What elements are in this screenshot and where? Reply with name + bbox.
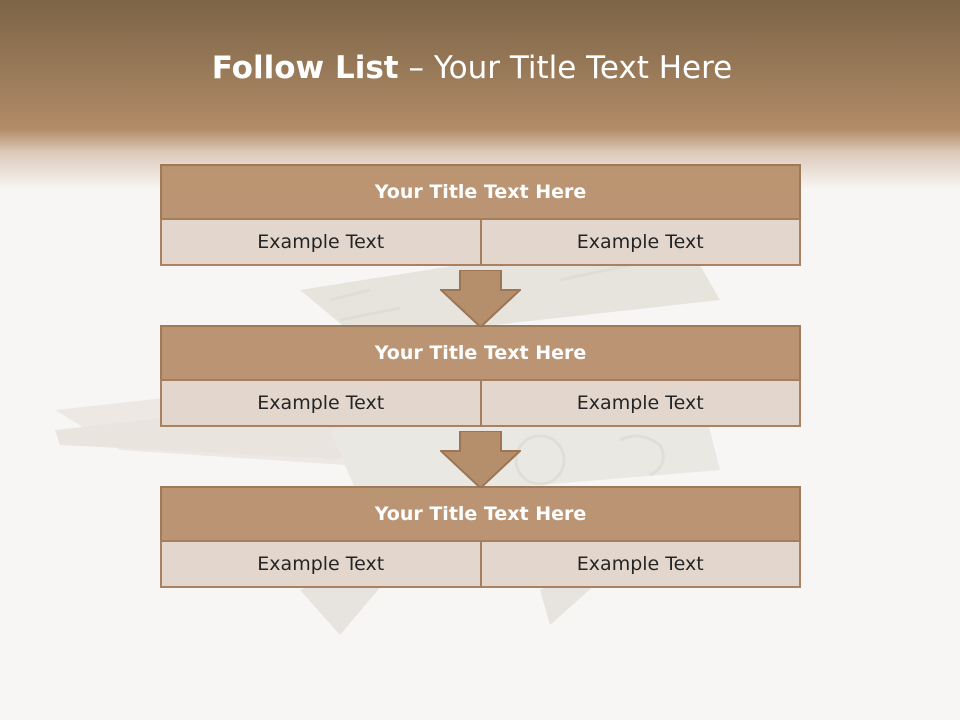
- block-row: Example Text Example Text: [160, 218, 801, 266]
- block-title: Your Title Text Here: [160, 164, 801, 220]
- title-rest: – Your Title Text Here: [398, 50, 733, 86]
- slide-title: Follow List – Your Title Text Here: [0, 50, 944, 86]
- block-cell-left: Example Text: [160, 540, 482, 588]
- block-title: Your Title Text Here: [160, 486, 801, 542]
- title-bold: Follow List: [211, 50, 399, 86]
- block-cell-right: Example Text: [479, 218, 801, 266]
- block-row: Example Text Example Text: [160, 379, 801, 427]
- block-title: Your Title Text Here: [160, 325, 801, 381]
- down-arrow-icon: [440, 270, 521, 328]
- header-band: [0, 0, 960, 190]
- list-block-1: Your Title Text Here Example Text Exampl…: [160, 164, 801, 266]
- block-cell-right: Example Text: [479, 540, 801, 588]
- list-block-3: Your Title Text Here Example Text Exampl…: [160, 486, 801, 588]
- block-cell-left: Example Text: [160, 218, 482, 266]
- block-cell-left: Example Text: [160, 379, 482, 427]
- list-block-2: Your Title Text Here Example Text Exampl…: [160, 325, 801, 427]
- block-cell-right: Example Text: [479, 379, 801, 427]
- down-arrow-icon: [440, 431, 521, 489]
- block-row: Example Text Example Text: [160, 540, 801, 588]
